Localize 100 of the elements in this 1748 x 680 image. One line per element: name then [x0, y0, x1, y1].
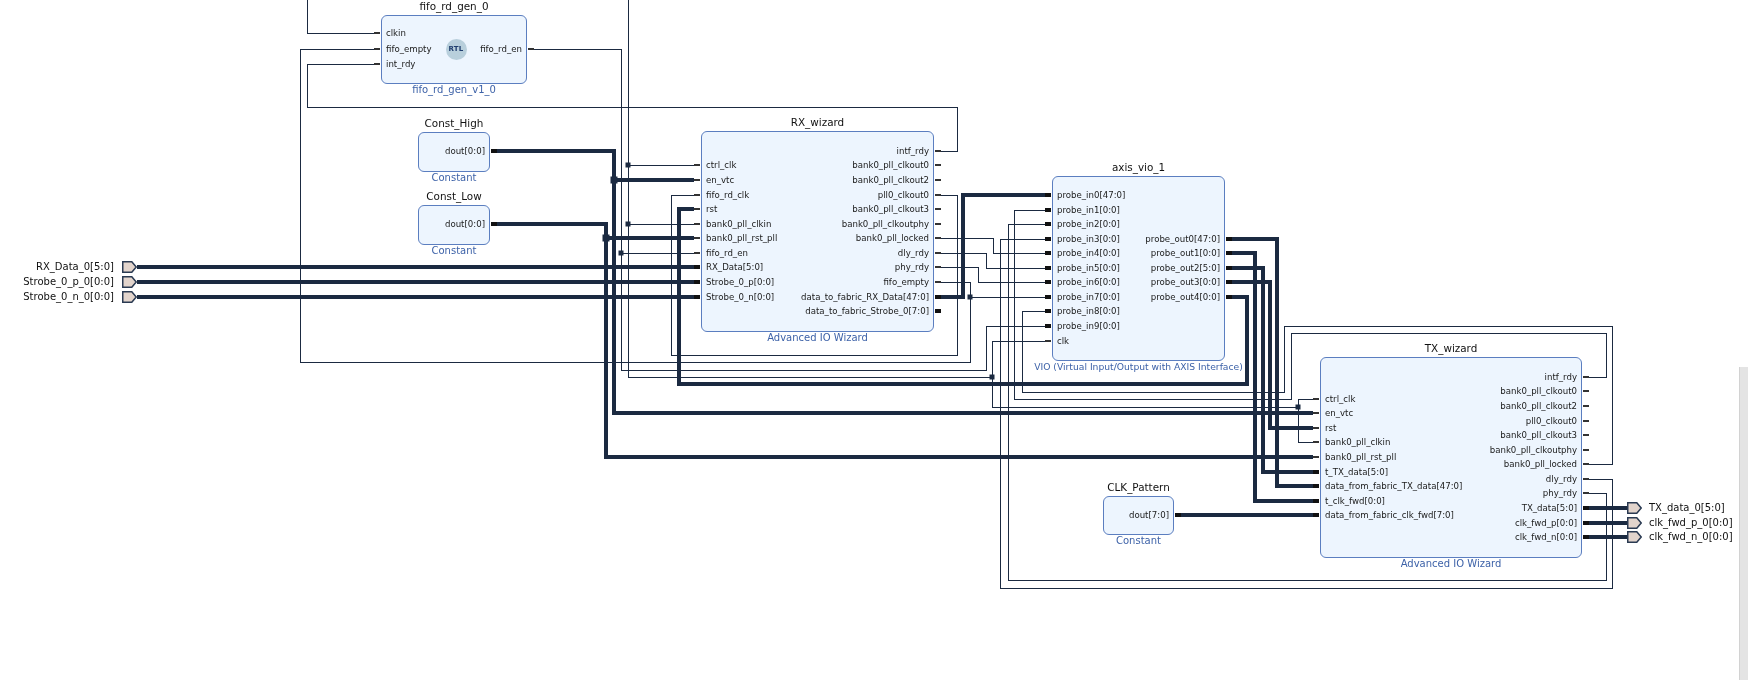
port-name: data_to_fabric_RX_Data[47:0] — [801, 291, 929, 303]
port-name: bank0_pll_clkout0 — [1500, 385, 1577, 397]
port-name: probe_out4[0:0] — [1150, 291, 1220, 303]
bus-wire — [1232, 266, 1313, 474]
port-name: fifo_empty — [883, 276, 929, 288]
port-name: bank0_pll_clkout3 — [1500, 429, 1577, 441]
port-name: t_TX_data[5:0] — [1325, 466, 1388, 478]
port-name: en_vtc — [706, 174, 735, 186]
wire — [969, 296, 1046, 298]
port-name: bank0_pll_clkin — [1325, 436, 1391, 448]
wire — [627, 0, 629, 166]
port-name: bank0_pll_clkout0 — [852, 159, 929, 171]
bus-wire — [606, 236, 694, 240]
wire — [299, 48, 971, 363]
port-name: RX_Data[5:0] — [706, 261, 764, 273]
port-name: fifo_rd_en — [480, 43, 522, 55]
bus-wire — [614, 178, 694, 182]
port-name: phy_rdy — [894, 261, 929, 273]
port-name: probe_in3[0:0] — [1057, 233, 1120, 245]
port-name: dout[7:0] — [1128, 509, 1169, 521]
port-name: bank0_pll_locked — [1503, 458, 1577, 470]
port-name: clk_fwd_p[0:0] — [1514, 517, 1577, 529]
port-name: pll0_clkout0 — [1525, 415, 1577, 427]
block-title: CLK_Pattern — [1107, 481, 1170, 493]
port-name: intf_rdy — [1544, 371, 1577, 383]
port-name: rst — [1325, 422, 1337, 434]
bus-wire — [497, 149, 616, 180]
bus-wire — [941, 193, 1045, 299]
port-name: probe_in6[0:0] — [1057, 276, 1120, 288]
port-name: clk_fwd_n_0[0:0] — [1649, 530, 1733, 544]
wire — [627, 164, 695, 166]
port-name: Strobe_0_p[0:0] — [706, 276, 775, 288]
port-name: clk_fwd_n[0:0] — [1514, 531, 1577, 543]
port-name: phy_rdy — [1542, 487, 1577, 499]
wire — [670, 194, 958, 356]
wire — [620, 252, 695, 254]
block-title: Const_Low — [426, 190, 482, 202]
port-name: probe_in4[0:0] — [1057, 247, 1120, 259]
port-name: int_rdy — [386, 58, 416, 70]
wire — [306, 63, 958, 152]
port-name: fifo_rd_clk — [706, 189, 750, 201]
port-name: ctrl_clk — [1325, 393, 1356, 405]
block-caption: Advanced IO Wizard — [767, 332, 868, 344]
bus-wire — [1589, 506, 1627, 510]
port-name: pll0_clkout0 — [877, 189, 929, 201]
port-name: Strobe_0_n_0[0:0] — [23, 290, 114, 304]
port-name: fifo_empty — [386, 43, 432, 55]
block-caption: Constant — [431, 245, 477, 257]
port-name: bank0_pll_locked — [855, 232, 929, 244]
bus-wire — [1589, 521, 1627, 525]
wire — [940, 281, 971, 298]
block-title: axis_vio_1 — [1111, 161, 1166, 173]
wire — [620, 252, 1046, 371]
port-name: bank0_pll_clkin — [706, 218, 772, 230]
port-name: intf_rdy — [896, 145, 929, 157]
bus-wire — [1589, 535, 1627, 539]
block-title: fifo_rd_gen_0 — [419, 0, 489, 12]
port-name: bank0_pll_clkout3 — [852, 203, 929, 215]
port-name: bank0_pll_clkoutphy — [841, 218, 929, 230]
wire — [627, 223, 993, 378]
port-name: TX_data[5:0] — [1521, 502, 1577, 514]
port-name: bank0_pll_rst_pll — [706, 232, 778, 244]
port-name: Strobe_0_p_0[0:0] — [23, 275, 114, 289]
port-name: dout[0:0] — [444, 218, 485, 230]
bus-wire — [497, 222, 608, 238]
port-name: data_to_fabric_Strobe_0[7:0] — [805, 305, 929, 317]
wire — [991, 376, 1299, 408]
port-name: clk — [1057, 335, 1070, 347]
wire — [940, 266, 1046, 283]
port-name: Strobe_0_n[0:0] — [706, 291, 775, 303]
block-caption: Constant — [431, 172, 477, 184]
port-name: dly_rdy — [1545, 473, 1577, 485]
port-name: fifo_rd_en — [706, 247, 748, 259]
port-name: bank0_pll_clkout2 — [1500, 400, 1577, 412]
wire — [1297, 406, 1314, 443]
bus-wire — [1181, 513, 1313, 517]
port-name: clk_fwd_p_0[0:0] — [1649, 516, 1733, 530]
bus-wire — [677, 207, 1249, 386]
port-name: probe_out2[5:0] — [1150, 262, 1220, 274]
wire — [627, 164, 629, 225]
port-name: t_clk_fwd[0:0] — [1325, 495, 1385, 507]
block-caption: Advanced IO Wizard — [1400, 558, 1502, 570]
bus-wire — [137, 295, 694, 299]
block-caption: Constant — [1116, 535, 1161, 547]
port-name: probe_in1[0:0] — [1057, 204, 1120, 216]
wire — [306, 0, 375, 34]
port-name: en_vtc — [1325, 407, 1354, 419]
bus-wire — [1232, 280, 1313, 430]
port-name: data_from_fabric_TX_data[47:0] — [1325, 480, 1463, 492]
wire — [940, 237, 1046, 254]
port-name: ctrl_clk — [706, 159, 737, 171]
bus-wire — [137, 265, 694, 269]
wire — [1297, 398, 1314, 408]
port-name: probe_out0[47:0] — [1145, 233, 1220, 245]
port-name: bank0_pll_clkout2 — [852, 174, 929, 186]
wire — [533, 48, 622, 254]
port-name: data_from_fabric_clk_fwd[7:0] — [1325, 509, 1454, 521]
port-name: probe_in2[0:0] — [1057, 218, 1120, 230]
block-caption: VIO (Virtual Input/Output with AXIS Interface) — [1034, 361, 1243, 373]
wire — [991, 340, 1046, 378]
